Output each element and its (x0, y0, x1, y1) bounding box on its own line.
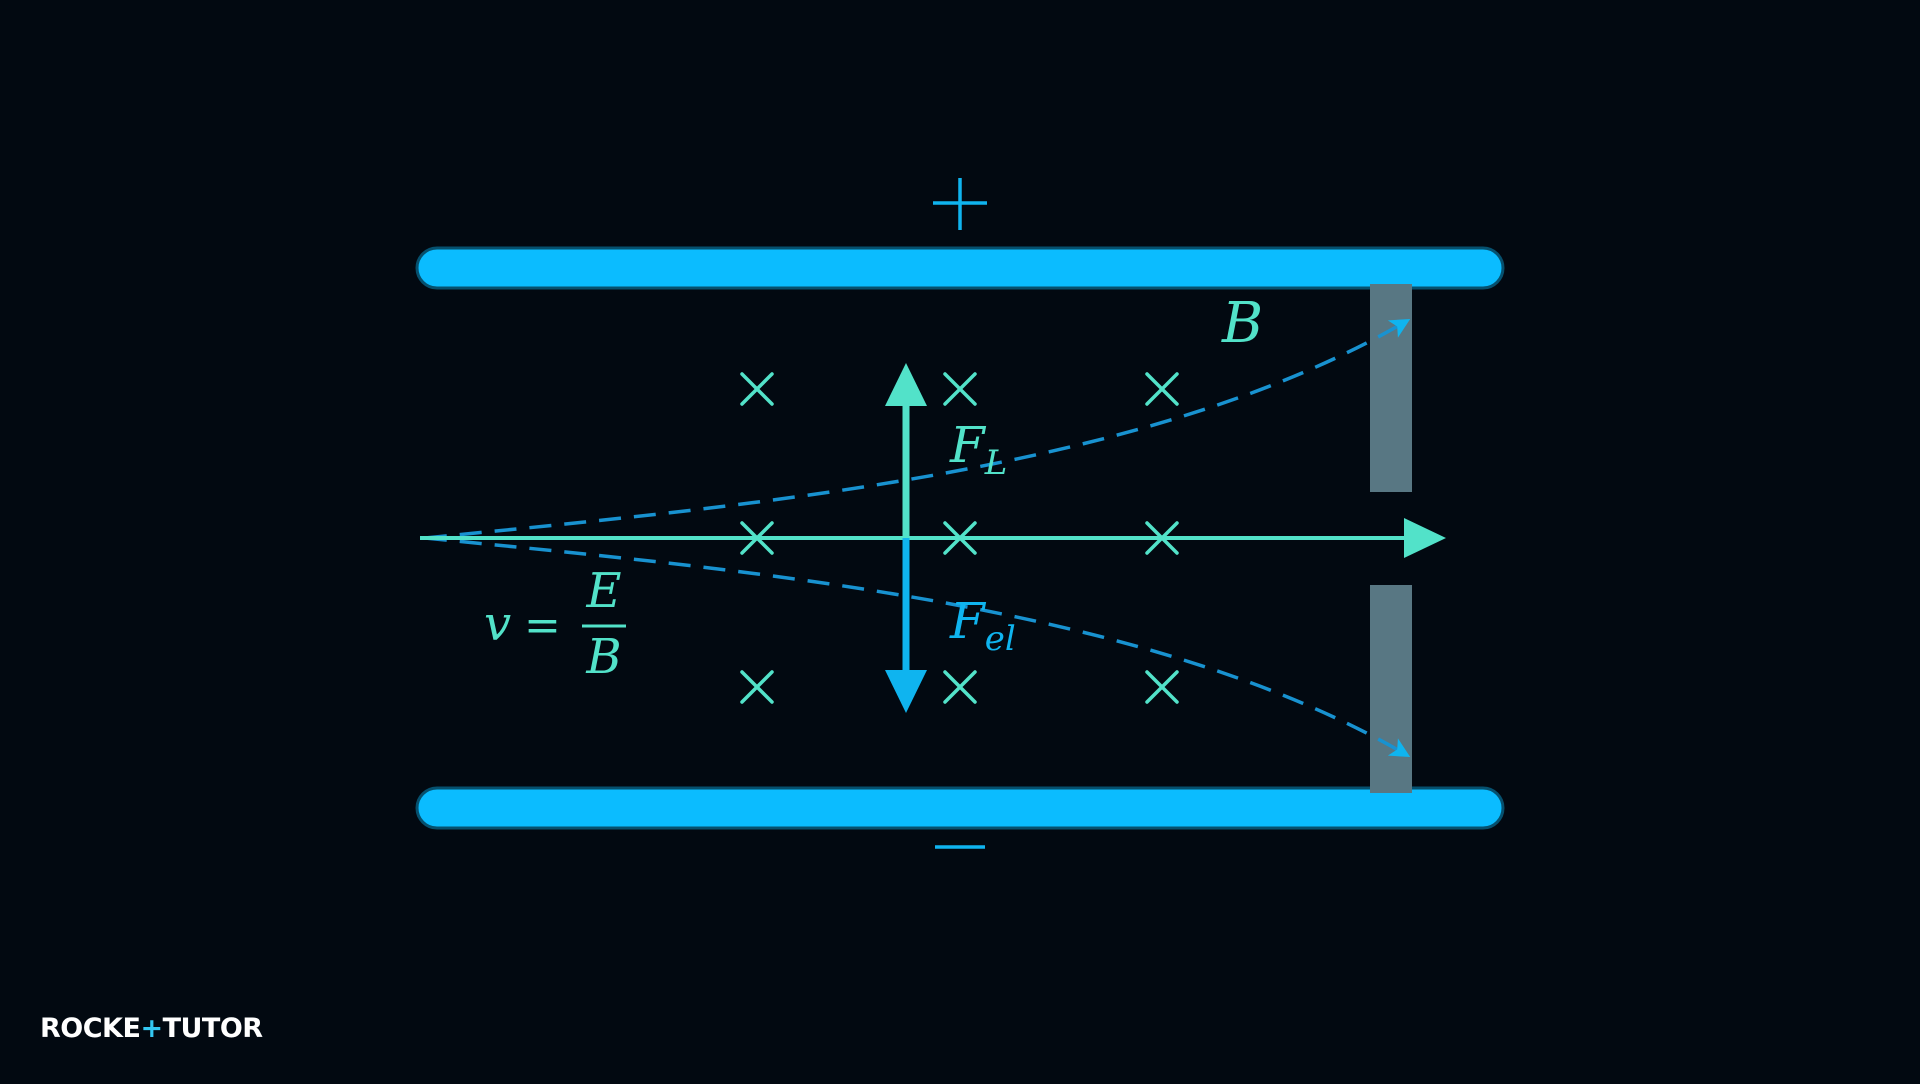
lorentz-arrowhead-icon (885, 363, 927, 406)
field-cross-icon (943, 670, 977, 704)
field-cross-icon (943, 372, 977, 406)
field-cross-icon (740, 372, 774, 406)
lorentz-force-label: FL (949, 416, 1007, 483)
electric-arrowhead-icon (885, 670, 927, 713)
field-cross-icon (1145, 372, 1179, 406)
logo-text-part-1: ROCKE (40, 1012, 141, 1044)
field-cross-icon (740, 670, 774, 704)
field-label: B (1221, 291, 1263, 356)
top-plate (415, 246, 1505, 290)
deflected-path-lower (424, 536, 1411, 758)
logo-plus-icon: + (140, 1012, 163, 1044)
electric-force-label: Fel (949, 592, 1016, 659)
field-cross-icon (1145, 670, 1179, 704)
formula-v: v (484, 596, 511, 652)
plus-sign-icon (933, 178, 987, 230)
formula-denominator: B (585, 629, 621, 685)
screen-lower (1370, 585, 1412, 793)
deflected-path-upper (424, 318, 1411, 540)
velocity-formula: v = E B (484, 563, 626, 685)
logo-text-part-2: TUTO (162, 1012, 243, 1044)
formula-numerator: E (585, 563, 621, 619)
formula-equals: = (524, 600, 561, 651)
logo-text-part-3: R (242, 1012, 263, 1044)
bottom-plate (415, 786, 1505, 830)
screen-upper (1370, 284, 1412, 492)
beam-arrowhead-icon (1404, 518, 1446, 558)
